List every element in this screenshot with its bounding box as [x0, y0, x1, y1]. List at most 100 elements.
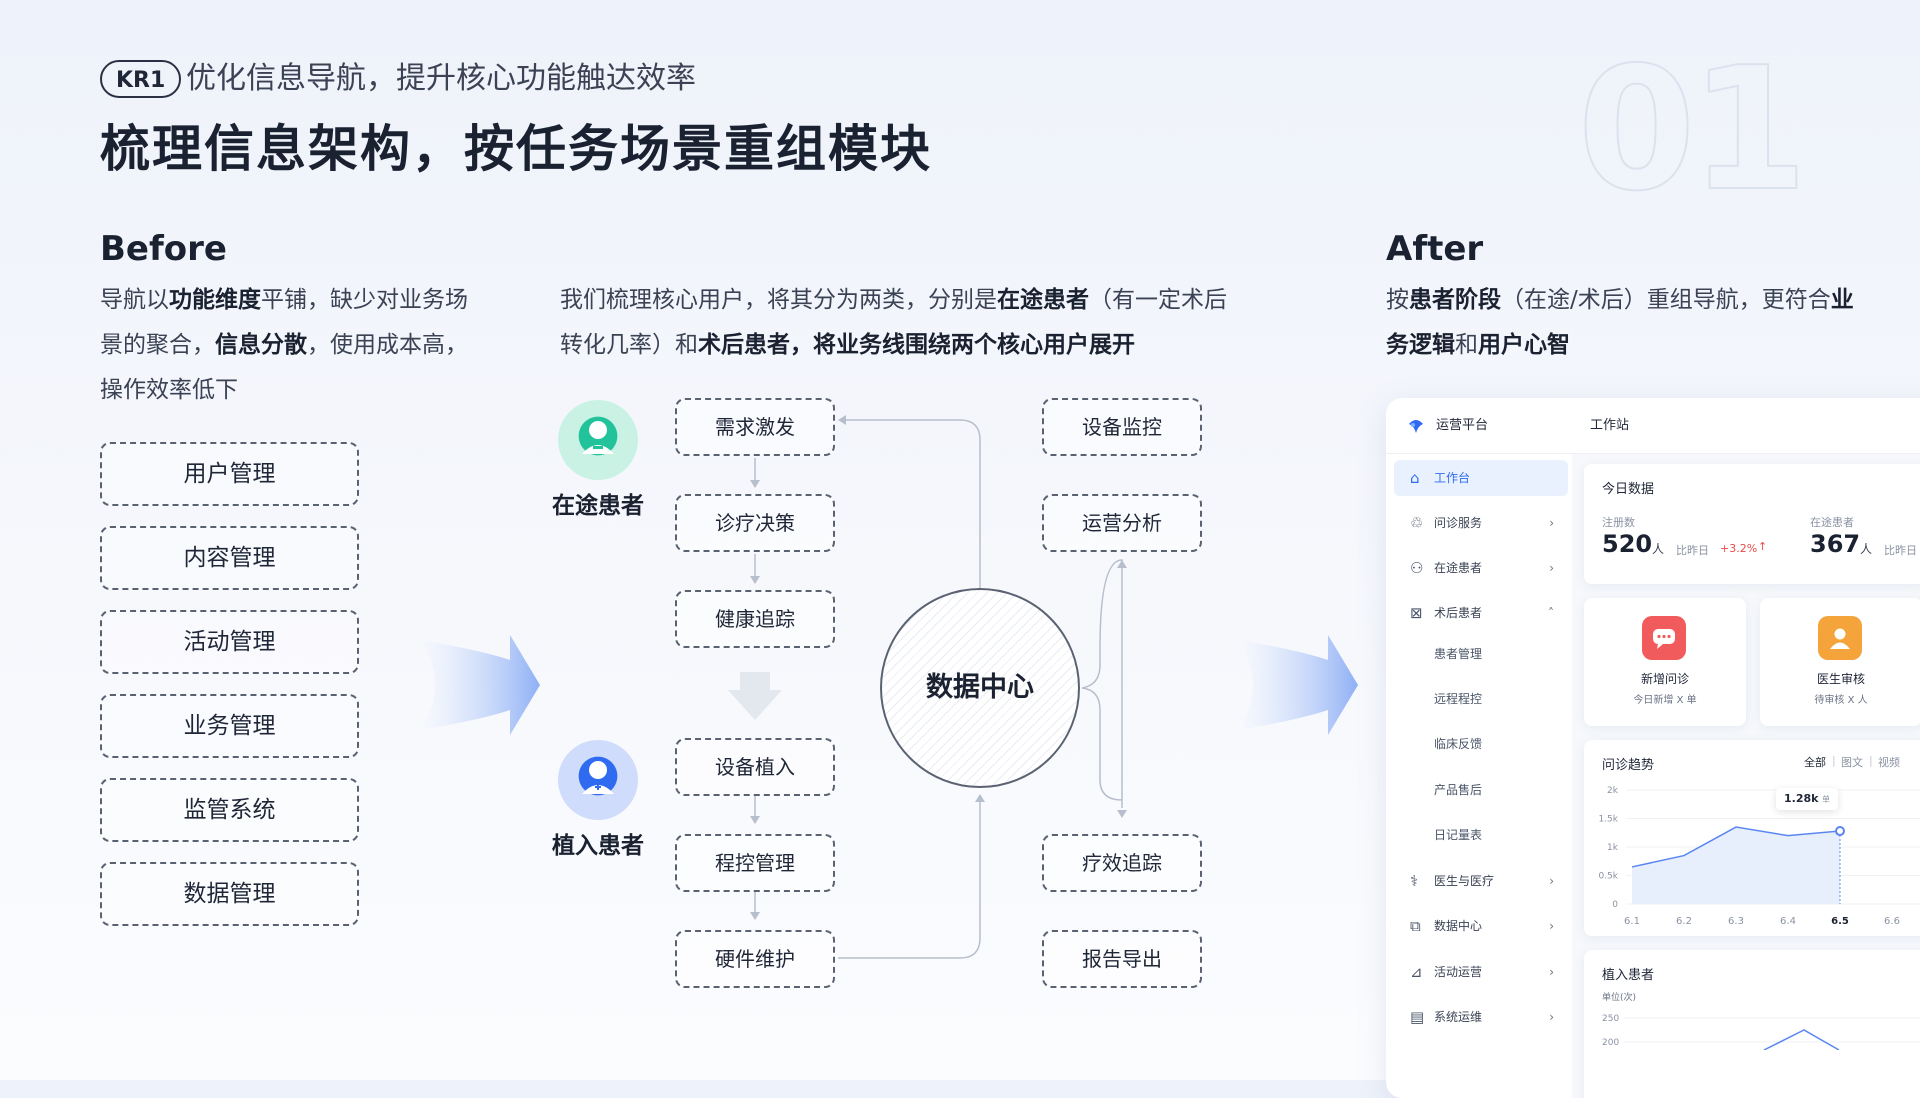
module-box: 业务管理 — [100, 694, 359, 758]
section-number: 01 — [1576, 31, 1809, 229]
before-description: 导航以功能维度平铺，缺少对业务场景的聚合，信息分散，使用成本高，操作效率低下 — [100, 287, 468, 403]
dashboard-canvas: 今日数据 注册数 520 人 比昨日 +3.2% ↑ 在途患者 367 人 比昨… — [1572, 454, 1920, 1098]
persona-label: 在途患者 — [552, 493, 644, 519]
sidebar-subitem[interactable]: 患者管理 — [1434, 647, 1483, 661]
x-tick-label: 6.1 — [1624, 916, 1640, 927]
unit-label: 单位(次) — [1602, 993, 1637, 1003]
sidebar-subitem[interactable]: 日记量表 — [1434, 828, 1483, 842]
y-tick-label: 200 — [1602, 1038, 1620, 1048]
stat-compare-label: 比昨日 — [1676, 544, 1709, 557]
stat-unit: 人 — [1652, 542, 1665, 556]
kr-title: 优化信息导航，提升核心功能触达效率 — [186, 61, 696, 96]
chevron-right-icon: › — [1549, 516, 1554, 530]
sidebar-item-workbench[interactable]: ⌂ 工作台 — [1394, 460, 1568, 496]
module-box: 监管系统 — [100, 778, 359, 842]
flow-box: 诊疗决策 — [675, 494, 835, 552]
tab-all[interactable]: 全部 — [1804, 756, 1826, 769]
data-center-hub: 数据中心 — [880, 588, 1080, 788]
module-box: 内容管理 — [100, 526, 359, 590]
quick-card-new-consult[interactable]: 新增问诊 今日新增 X 单 — [1584, 598, 1746, 726]
implant-patients-card: 植入患者 单位(次) 250 200 — [1584, 950, 1920, 1098]
sidebar-subitem[interactable]: 远程程控 — [1434, 692, 1483, 706]
flow-box: 程控管理 — [675, 834, 835, 892]
doc-icon: ▤ — [1410, 1008, 1425, 1026]
flow-box: 设备植入 — [675, 738, 835, 796]
before-title: Before — [100, 229, 227, 269]
quick-card-sub: 待审核 X 人 — [1814, 695, 1868, 706]
y-tick-label: 1.5k — [1598, 815, 1618, 825]
chevron-right-icon: › — [1549, 561, 1554, 575]
tab-video[interactable]: 视频 — [1878, 756, 1900, 769]
persona-label: 植入患者 — [552, 833, 644, 859]
sidebar-subitem[interactable]: 临床反馈 — [1434, 737, 1483, 751]
flow-box: 需求激发 — [675, 398, 835, 456]
chat-icon — [1642, 616, 1686, 660]
sidebar-item-consult[interactable]: ♲ 问诊服务 › — [1394, 505, 1568, 541]
y-tick-label: 0 — [1612, 900, 1618, 910]
sidebar-item-activity[interactable]: ⊿ 活动运营 › — [1394, 954, 1568, 990]
y-tick-label: 250 — [1602, 1014, 1620, 1024]
chevron-up-icon: ˄ — [1548, 606, 1554, 620]
sidebar-item-transit-patients[interactable]: ⚇ 在途患者 › — [1394, 550, 1568, 586]
module-box: 用户管理 — [100, 442, 359, 506]
chevron-right-icon: › — [1549, 874, 1554, 888]
arrow-right-icon — [420, 635, 540, 735]
x-tick-label: 6.2 — [1676, 916, 1692, 927]
today-data-card: 今日数据 注册数 520 人 比昨日 +3.2% ↑ 在途患者 367 人 比昨… — [1584, 464, 1920, 584]
app-topbar: 运营平台 工作站 — [1386, 398, 1920, 454]
module-box: 数据管理 — [100, 862, 359, 926]
sidebar-item-ops[interactable]: ▤ 系统运维 › — [1394, 999, 1568, 1035]
implant-chart-line — [1624, 1017, 1920, 1050]
flow-box: 硬件维护 — [675, 930, 835, 988]
stat-unit: 人 — [1860, 542, 1873, 556]
page-title: 梳理信息架构，按任务场景重组模块 — [100, 120, 932, 178]
topbar-page-title: 工作站 — [1590, 418, 1630, 433]
kr-badge: KR1 — [100, 60, 182, 98]
series-line — [1631, 826, 1841, 868]
sidebar-item-postop-patients[interactable]: ⊠ 术后患者 ˄ — [1394, 595, 1568, 631]
card-title: 植入患者 — [1602, 968, 1655, 983]
arrow-right-icon — [1238, 635, 1358, 735]
after-title: After — [1386, 229, 1484, 269]
series-area — [1632, 827, 1840, 904]
quick-card-title: 医生审核 — [1816, 672, 1865, 686]
home-icon: ⌂ — [1410, 469, 1420, 487]
sidebar-subitem[interactable]: 产品售后 — [1434, 783, 1483, 797]
consult-icon: ♲ — [1410, 514, 1424, 532]
x-tick-label: 6.5 — [1831, 916, 1849, 927]
sidebar-item-doctors[interactable]: ⚕ 医生与医疗 › — [1394, 863, 1568, 899]
module-box: 活动管理 — [100, 610, 359, 674]
stat-value: 367 — [1810, 530, 1861, 558]
brand-name: 运营平台 — [1436, 418, 1489, 433]
doctor-icon: ⚕ — [1410, 872, 1419, 890]
chevron-right-icon: › — [1549, 919, 1554, 933]
stat-label: 注册数 — [1602, 516, 1635, 529]
app-window: 运营平台 工作站 ⌂ 工作台 ♲ 问诊服务 › ⚇ 在途患者 › ⊠ 术后患者 … — [1386, 398, 1920, 1098]
quick-card-doctor-review[interactable]: 医生审核 待审核 X 人 — [1760, 598, 1920, 726]
stat-value: 520 — [1602, 530, 1653, 558]
tab-image-text[interactable]: 图文 — [1841, 756, 1863, 769]
flow-box: 疗效追踪 — [1042, 834, 1202, 892]
middle-description: 我们梳理核心用户，将其分为两类，分别是在途患者（有一定术后转化几率）和术后患者，… — [560, 287, 1227, 358]
x-tick-label: 6.3 — [1728, 916, 1744, 927]
stat-label: 在途患者 — [1810, 516, 1854, 529]
quick-card-sub: 今日新增 X 单 — [1633, 695, 1697, 706]
after-description: 按患者阶段（在途/术后）重组导航，更符合业务逻辑和用户心智 — [1386, 287, 1854, 358]
patient-avatar-icon — [558, 400, 638, 480]
users-icon: ⚇ — [1410, 559, 1424, 577]
flow-box: 报告导出 — [1042, 930, 1202, 988]
stat-compare-label: 比昨日 — [1884, 544, 1917, 557]
y-tick-label: 0.5k — [1598, 872, 1618, 882]
sidebar-item-data-center[interactable]: ⧉ 数据中心 › — [1394, 908, 1568, 944]
activity-icon: ⊿ — [1410, 963, 1423, 981]
chevron-right-icon: › — [1549, 1010, 1554, 1024]
brand-logo-icon — [1406, 416, 1426, 436]
quick-card-title: 新增问诊 — [1640, 672, 1689, 686]
data-icon: ⧉ — [1410, 917, 1421, 935]
x-tick-label: 6.4 — [1780, 916, 1796, 927]
x-tick-label: 6.6 — [1884, 916, 1900, 927]
stat-delta: +3.2% — [1720, 542, 1758, 555]
